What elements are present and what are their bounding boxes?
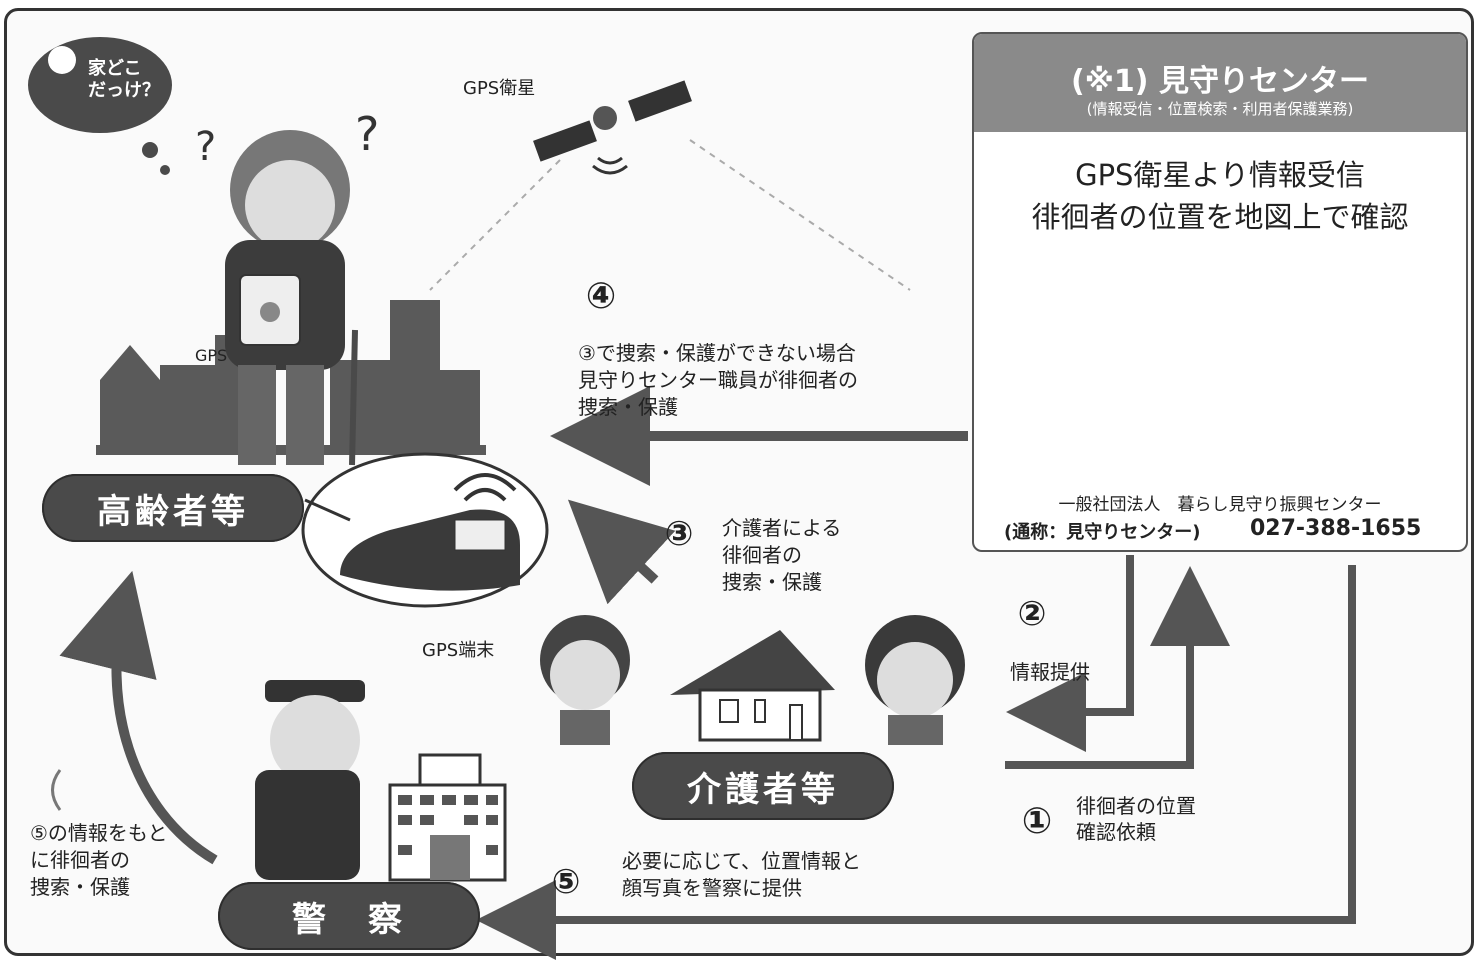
step5-number: ⑤ <box>551 862 581 902</box>
gps-device-label: GPS <box>195 346 228 365</box>
elderly-person-icon: ? ? <box>195 107 379 466</box>
bubble-moon-icon <box>48 46 76 74</box>
shoe-gps-icon <box>340 473 520 591</box>
gps-satellite-label: GPS衛星 <box>463 78 536 99</box>
house-icon <box>670 630 835 742</box>
caregiver-man-icon <box>865 615 965 745</box>
signal-line-right <box>689 139 911 291</box>
center-title: (※1) 見守りセンター <box>1071 64 1369 99</box>
svg-text:?: ? <box>195 124 216 170</box>
satellite-icon <box>533 80 692 175</box>
step3-text: 介護者による 徘徊者の 捜索・保護 <box>722 516 842 594</box>
step4-number: ④ <box>585 275 617 317</box>
arrow-step3 <box>567 499 676 605</box>
center-org: 一般社団法人 暮らし見守り振興センター <box>1058 495 1382 515</box>
center-subtitle: (情報受信・位置検索・利用者保護業務) <box>1086 100 1354 118</box>
center-alias: (通称：見守りセンター) <box>1004 522 1201 543</box>
step2-text: 情報提供 <box>1010 660 1090 684</box>
caregiver-pill: 介護者等 <box>632 752 894 820</box>
step1-number: ① <box>1021 800 1053 842</box>
police-station-icon <box>388 753 507 882</box>
step4-text: ③で捜索・保護ができない場合 見守りセンター職員が徘徊者の 捜索・保護 <box>578 341 858 419</box>
arrow-police-to-elderly <box>59 570 218 865</box>
arrow-step5 <box>476 565 1356 960</box>
police-pill: 警 察 <box>218 882 480 950</box>
caregiver-woman-icon <box>540 615 630 745</box>
center-phone: 027-388-1655 <box>1250 516 1422 541</box>
svg-text:?: ? <box>355 107 379 161</box>
step2-number: ② <box>1017 594 1047 634</box>
signal-line-left <box>429 159 561 291</box>
arrow-step2 <box>1006 555 1134 752</box>
center-line2: 徘徊者の位置を地図上で確認 <box>1031 200 1409 234</box>
elderly-pill: 高齢者等 <box>42 474 304 542</box>
step5-text: 必要に応じて、位置情報と 顔写真を警察に提供 <box>622 849 861 900</box>
center-line1: GPS衛星より情報受信 <box>1075 158 1365 192</box>
police-officer-icon <box>255 680 365 880</box>
step3-number: ③ <box>664 514 694 554</box>
bubble-text: 家どこ だっけ？ <box>88 58 160 101</box>
step1-text: 徘徊者の位置 確認依頼 <box>1076 794 1196 844</box>
police-note: ⑤の情報をもと に徘徊者の 捜索・保護 <box>30 821 168 899</box>
arrow-step1 <box>1005 566 1230 769</box>
gps-terminal-label: GPS端末 <box>422 640 495 661</box>
center-header <box>974 34 1466 132</box>
watch-center-box: (※1) 見守りセンター (情報受信・位置検索・利用者保護業務) GPS衛星より… <box>972 32 1468 552</box>
